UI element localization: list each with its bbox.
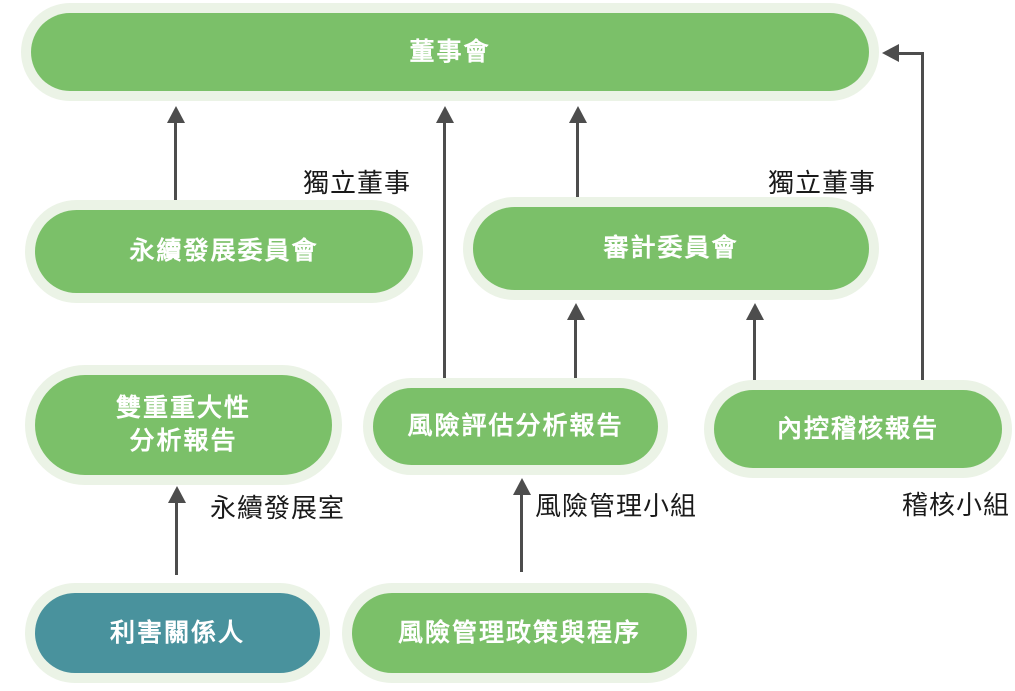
label-independent-director-left: 獨立董事 — [303, 168, 412, 198]
arrowhead-up-icon — [569, 106, 587, 123]
node-stakeholders: 利害關係人 — [35, 593, 320, 673]
arrow-line-risk-report-to-audit-committee — [574, 319, 577, 378]
node-risk-policy-procedures: 風險管理政策與程序 — [352, 593, 687, 673]
arrowhead-up-icon — [167, 106, 185, 123]
arrow-line-risk-report-to-board — [443, 122, 446, 378]
node-audit-committee: 審計委員會 — [473, 207, 869, 290]
node-double-materiality-report: 雙重重大性 分析報告 — [35, 375, 332, 475]
node-risk-assessment-report: 風險評估分析報告 — [373, 388, 658, 465]
node-board-of-directors: 董事會 — [31, 13, 869, 91]
arrow-line-sustainability-to-board — [174, 122, 177, 200]
arrowhead-up-icon — [567, 303, 585, 320]
arrowhead-up-icon — [513, 478, 531, 495]
arrow-line-internal-audit-to-audit-committee — [753, 319, 756, 380]
arrowhead-left-icon — [882, 44, 899, 62]
node-sustainability-committee: 永續發展委員會 — [35, 210, 413, 293]
arrow-line-stakeholders-to-materiality — [175, 502, 178, 575]
label-sustainability-office: 永續發展室 — [210, 493, 346, 523]
label-risk-management-team: 風險管理小組 — [535, 491, 698, 521]
arrow-line-internal-audit-to-board-horizontal — [898, 52, 924, 55]
arrowhead-up-icon — [436, 106, 454, 123]
arrowhead-up-icon — [168, 486, 186, 503]
arrowhead-up-icon — [746, 303, 764, 320]
arrow-line-audit-committee-to-board — [576, 122, 579, 197]
label-independent-director-right: 獨立董事 — [768, 168, 877, 198]
label-audit-team: 稽核小組 — [902, 490, 1011, 520]
arrow-line-risk-policy-to-risk-report — [520, 494, 523, 572]
node-internal-audit-report: 內控稽核報告 — [714, 390, 1002, 468]
arrow-line-internal-audit-to-board-vertical — [921, 53, 924, 380]
